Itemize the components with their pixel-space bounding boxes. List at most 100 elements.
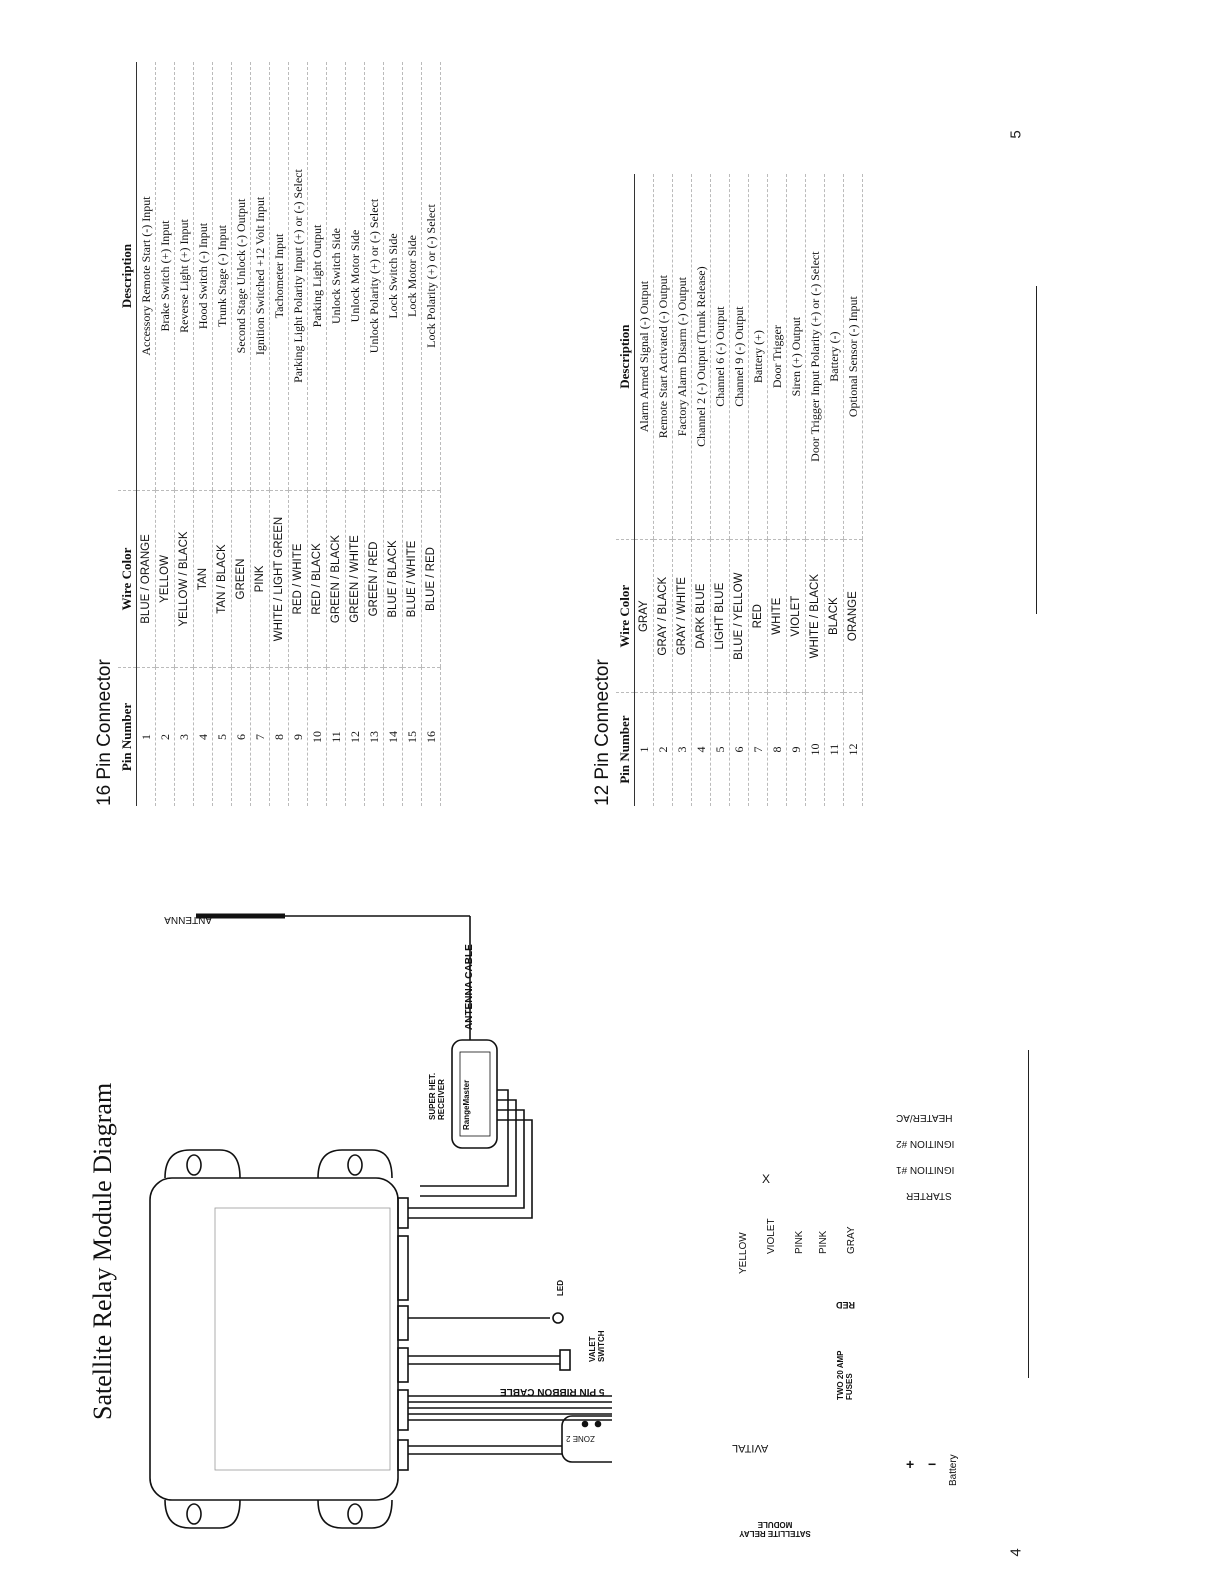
wire-cell: YELLOW / BLACK xyxy=(174,490,194,668)
description-cell: Channel 2 (-) Output (Trunk Release) xyxy=(691,174,711,540)
battery-minus-label: − xyxy=(928,1456,937,1472)
control-module xyxy=(149,1149,409,1529)
description-cell: Parking Light Output xyxy=(307,62,327,491)
description-cell: Optional Sensor (-) Input xyxy=(843,174,863,540)
connector12-block: 12 Pin Connector Pin Number Wire Color D… xyxy=(592,174,863,806)
description-cell: Hood Switch (-) Input xyxy=(193,62,213,491)
wire-cell: RED / WHITE xyxy=(288,490,308,668)
wire-cell: BLUE / RED xyxy=(421,490,441,668)
satellite-module-label: SATELLITE RELAY MODULE xyxy=(739,1520,811,1538)
connector16-title: 16 Pin Connector xyxy=(94,659,115,806)
description-cell: Remote Start Activated (-) Output xyxy=(653,174,673,540)
pin-cell: 8 xyxy=(269,667,289,806)
pin-cell: 3 xyxy=(174,667,194,806)
pin-cell: 15 xyxy=(402,667,422,806)
ribbon-cable-label: 5 PIN RIBBON CABLE xyxy=(500,1386,605,1397)
description-cell: Unlock Switch Side xyxy=(326,62,346,491)
description-cell: Siren (+) Output xyxy=(786,174,806,540)
pin-cell: 11 xyxy=(326,667,346,806)
pin-cell: 3 xyxy=(672,692,692,806)
pin-cell: 5 xyxy=(212,667,232,806)
pin-cell: 6 xyxy=(231,667,251,806)
zone-sensor-icon xyxy=(408,1415,612,1463)
wire-cell: BLUE / BLACK xyxy=(383,490,403,668)
description-cell: Alarm Armed Signal (-) Output xyxy=(634,174,654,540)
receiver-label: SUPER HET. RECEIVER xyxy=(428,1072,446,1120)
wire-cell: GRAY xyxy=(634,539,654,693)
violet-wire-label: VIOLET xyxy=(766,1218,777,1254)
description-cell: Accessory Remote Start (-) Input xyxy=(136,62,156,491)
wire-cell: RED xyxy=(748,539,768,693)
description-cell: Lock Motor Side xyxy=(402,62,422,491)
description-cell: Trunk Stage (-) Input xyxy=(212,62,232,491)
pin-cell: 13 xyxy=(364,667,384,806)
pin-cell: 9 xyxy=(288,667,308,806)
description-cell: Factory Alarm Disarm (-) Output xyxy=(672,174,692,540)
wire-cell: WHITE xyxy=(767,539,787,693)
pink-wire-label-2: PINK xyxy=(818,1230,829,1254)
description-cell: Tachometer Input xyxy=(269,62,289,491)
pin-cell: 4 xyxy=(193,667,213,806)
receiver-brand-label: RangeMaster xyxy=(462,1079,471,1130)
led-icon xyxy=(408,1312,564,1324)
pin-cell: 1 xyxy=(136,667,156,806)
pin-cell: 11 xyxy=(824,692,844,806)
description-cell: Second Stage Unlock (-) Output xyxy=(231,62,251,491)
wire-cell: BLUE / ORANGE xyxy=(136,490,156,668)
pin-cell: 16 xyxy=(421,667,441,806)
rule-top xyxy=(1036,286,1037,614)
description-cell: Parking Light Polarity Input (+) or (-) … xyxy=(288,62,308,491)
pin-cell: 6 xyxy=(729,692,749,806)
wire-cell: BLUE / WHITE xyxy=(402,490,422,668)
description-cell: Battery (-) xyxy=(824,174,844,540)
battery-plus-label: + xyxy=(906,1456,915,1472)
wire-cell: GREEN / RED xyxy=(364,490,384,668)
antenna-cable-label: ANTENNA CABLE xyxy=(464,944,475,1030)
pin-cell: 9 xyxy=(786,692,806,806)
gray-wire-label: GRAY xyxy=(846,1226,857,1254)
wire-cell: GRAY / BLACK xyxy=(653,539,673,693)
pin-cell: 1 xyxy=(634,692,654,806)
wire-cell: WHITE / BLACK xyxy=(805,539,825,693)
module-brand-label: AVITAL xyxy=(732,1442,769,1454)
pin-cell: 7 xyxy=(748,692,768,806)
wire-cell: GRAY / WHITE xyxy=(672,539,692,693)
pin-cell: 12 xyxy=(843,692,863,806)
pin-cell: 2 xyxy=(653,692,673,806)
valet-switch-label: VALET SWITCH xyxy=(588,1330,606,1362)
diagram-page: Satellite Relay Module Diagram xyxy=(88,913,612,1529)
header-wire-color: Wire Color xyxy=(616,539,635,693)
wire-cell: GREEN / BLACK xyxy=(326,490,346,668)
wire-cell: RED / BLACK xyxy=(307,490,327,668)
pin-cell: 8 xyxy=(767,692,787,806)
battery-label: Battery xyxy=(948,1454,959,1486)
wire-cell: BLACK xyxy=(824,539,844,693)
yellow-wire-label: YELLOW xyxy=(738,1232,749,1274)
pin-cell: 7 xyxy=(250,667,270,806)
cut-mark-label: X xyxy=(762,1172,771,1186)
pin-cell: 5 xyxy=(710,692,730,806)
header-pin-number: Pin Number xyxy=(616,692,635,806)
description-cell: Ignition Switched +12 Volt Input xyxy=(250,62,270,491)
description-cell: Door Trigger Input Polarity (+) or (-) S… xyxy=(805,174,825,540)
description-cell: Battery (+) xyxy=(748,174,768,540)
header-pin-number: Pin Number xyxy=(118,667,137,806)
antenna-icon xyxy=(196,913,471,1040)
